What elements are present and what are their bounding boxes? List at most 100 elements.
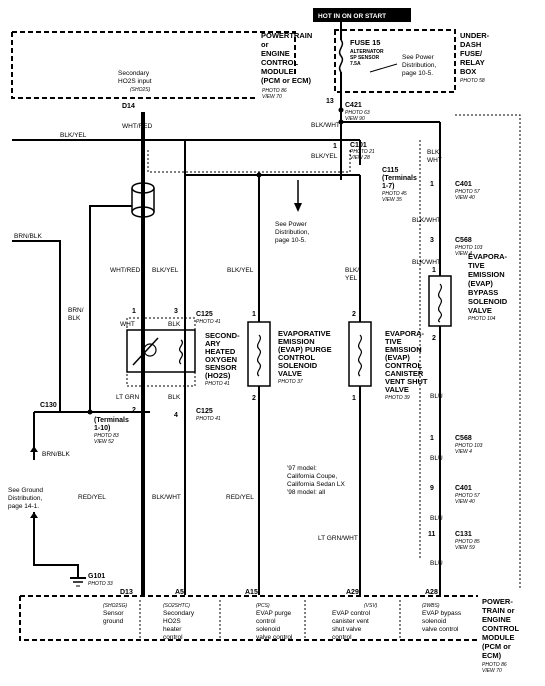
svg-text:CONTROL: CONTROL [385, 361, 422, 370]
svg-text:shut valve: shut valve [332, 626, 362, 633]
svg-text:(VSV): (VSV) [364, 603, 378, 609]
svg-text:PHOTO 103: PHOTO 103 [455, 443, 483, 449]
svg-text:1-10): 1-10) [94, 425, 110, 432]
wire-wht-red-top: WHT/RED [122, 123, 153, 130]
svg-text:BLK/YEL: BLK/YEL [152, 267, 179, 274]
svg-text:RED/YEL: RED/YEL [78, 494, 106, 501]
svg-text:BLK/YEL: BLK/YEL [227, 267, 254, 274]
pcm-top-title-4: CONTROL [261, 58, 298, 67]
svg-text:WHT: WHT [120, 321, 135, 328]
svg-text:heater: heater [163, 626, 182, 633]
svg-text:California Coupe,: California Coupe, [287, 473, 337, 480]
svg-text:HEATED: HEATED [205, 347, 236, 356]
c568-bottom-label: C568 [455, 435, 472, 442]
svg-text:PHOTO 21: PHOTO 21 [350, 149, 375, 155]
svg-text:9: 9 [430, 485, 434, 492]
svg-text:WHT/RED: WHT/RED [110, 267, 141, 274]
svg-text:TIVE: TIVE [385, 337, 402, 346]
evap-bypass-valve: 1 C401 PHOTO 57 VIEW 40 BLK/WHT 3 C568 P… [412, 114, 521, 595]
pin-13: 13 [326, 98, 334, 105]
svg-text:See Ground: See Ground [8, 487, 43, 494]
svg-text:POWER-: POWER- [482, 597, 513, 606]
c421-label: C421 [345, 102, 362, 109]
pcm-bottom-box: D13 A5 A15 A29 A28 (SHO2SG) (SO2SHTC) (P… [19, 589, 519, 674]
svg-text:BLK: BLK [168, 394, 181, 401]
svg-text:BLK/WHT: BLK/WHT [412, 259, 441, 266]
fuse-note-2: Distribution, [402, 62, 437, 69]
fuse-15-title: FUSE 15 [350, 38, 380, 47]
svg-text:VALVE: VALVE [278, 369, 302, 378]
c115-label: C115 [382, 167, 398, 174]
svg-text:A5: A5 [175, 589, 184, 596]
ho2s-input-2: HO2S input [118, 78, 152, 85]
svg-text:See Power: See Power [275, 221, 308, 228]
svg-text:ground: ground [103, 618, 124, 625]
solenoid-icon [357, 334, 363, 377]
fuse-box: HOT IN ON OR START UNDER- DASH FUSE/ REL… [313, 8, 490, 105]
c125-bottom-label: C125 [196, 408, 213, 415]
fuse-sub-1: ALTERNATOR [350, 49, 384, 55]
svg-text:(EVAP) PURGE: (EVAP) PURGE [278, 345, 332, 354]
svg-text:TIVE: TIVE [468, 261, 485, 270]
svg-text:WHT: WHT [427, 157, 442, 164]
svg-text:SENSOR: SENSOR [205, 363, 237, 372]
svg-text:VIEW 70: VIEW 70 [482, 668, 502, 674]
svg-text:A28: A28 [425, 589, 438, 596]
svg-text:VIEW 40: VIEW 40 [455, 195, 475, 201]
svg-text:PHOTO 57: PHOTO 57 [455, 189, 480, 195]
svg-text:(HO2S): (HO2S) [205, 371, 231, 380]
svg-text:SOLENOID: SOLENOID [278, 361, 318, 370]
svg-text:3: 3 [174, 308, 178, 315]
svg-text:PHOTO 41: PHOTO 41 [196, 319, 221, 325]
svg-text:PHOTO 57: PHOTO 57 [455, 493, 480, 499]
svg-text:page 10-5.: page 10-5. [275, 237, 306, 244]
power-feed: C421 PHOTO 63 VIEW 90 BLK/WHT BLK/ WHT 1… [147, 100, 442, 203]
svg-text:ENGINE: ENGINE [482, 615, 511, 624]
svg-text:BLU: BLU [430, 515, 443, 522]
svg-text:BLU: BLU [430, 560, 443, 567]
underdash-title-4: RELAY [460, 58, 485, 67]
svg-text:VIEW 90: VIEW 90 [345, 116, 365, 122]
svg-text:1: 1 [430, 181, 434, 188]
ground-path: BRN/BLK BRN/ BLK C130 (Terminals 1-10) P… [8, 233, 150, 587]
svg-text:1: 1 [352, 395, 356, 402]
svg-text:D13: D13 [120, 589, 133, 596]
svg-text:VALVE: VALVE [468, 306, 492, 315]
svg-text:(Terminals: (Terminals [382, 175, 417, 182]
svg-text:EMISSION: EMISSION [385, 345, 422, 354]
svg-text:VIEW 52: VIEW 52 [94, 439, 114, 445]
fuse-sub-2: SP SENSOR [350, 55, 379, 61]
svg-text:BRN/: BRN/ [68, 307, 84, 314]
svg-text:A29: A29 [346, 589, 359, 596]
fuse-note-arrow [369, 63, 398, 73]
solenoid-icon [256, 334, 262, 377]
svg-text:PHOTO 86: PHOTO 86 [482, 662, 507, 668]
ho2s-signal: WHT/RED BLK/YEL [89, 112, 186, 595]
svg-text:1: 1 [333, 143, 337, 150]
svg-text:2: 2 [432, 335, 436, 342]
svg-text:PHOTO 103: PHOTO 103 [455, 245, 483, 251]
svg-text:1: 1 [430, 435, 434, 442]
svg-text:(EVAP): (EVAP) [385, 353, 410, 362]
svg-text:BRN/BLK: BRN/BLK [14, 233, 42, 240]
c401-bottom-label: C401 [455, 485, 472, 492]
svg-text:VIEW 59: VIEW 59 [455, 545, 475, 551]
svg-text:VIEW 4: VIEW 4 [455, 251, 472, 257]
svg-text:CONTROL: CONTROL [482, 624, 519, 633]
svg-text:solenoid: solenoid [256, 626, 281, 633]
pcm-top-title-6: (PCM or ECM) [261, 76, 311, 85]
g101-label: G101 [88, 573, 105, 580]
svg-text:EMISSION: EMISSION [278, 337, 315, 346]
svg-text:valve control: valve control [422, 626, 459, 633]
c130-label: C130 [40, 402, 57, 409]
svg-text:Secondary: Secondary [163, 610, 195, 617]
svg-text:EVAPORA-: EVAPORA- [385, 329, 425, 338]
svg-text:A15: A15 [245, 589, 258, 596]
svg-text:ARY: ARY [205, 339, 221, 348]
wire-blk-yel-left: BLK/YEL [60, 132, 87, 139]
svg-text:PHOTO 37: PHOTO 37 [278, 379, 303, 385]
pcm-top-photo: PHOTO 86 [262, 88, 287, 94]
svg-text:4: 4 [174, 412, 178, 419]
